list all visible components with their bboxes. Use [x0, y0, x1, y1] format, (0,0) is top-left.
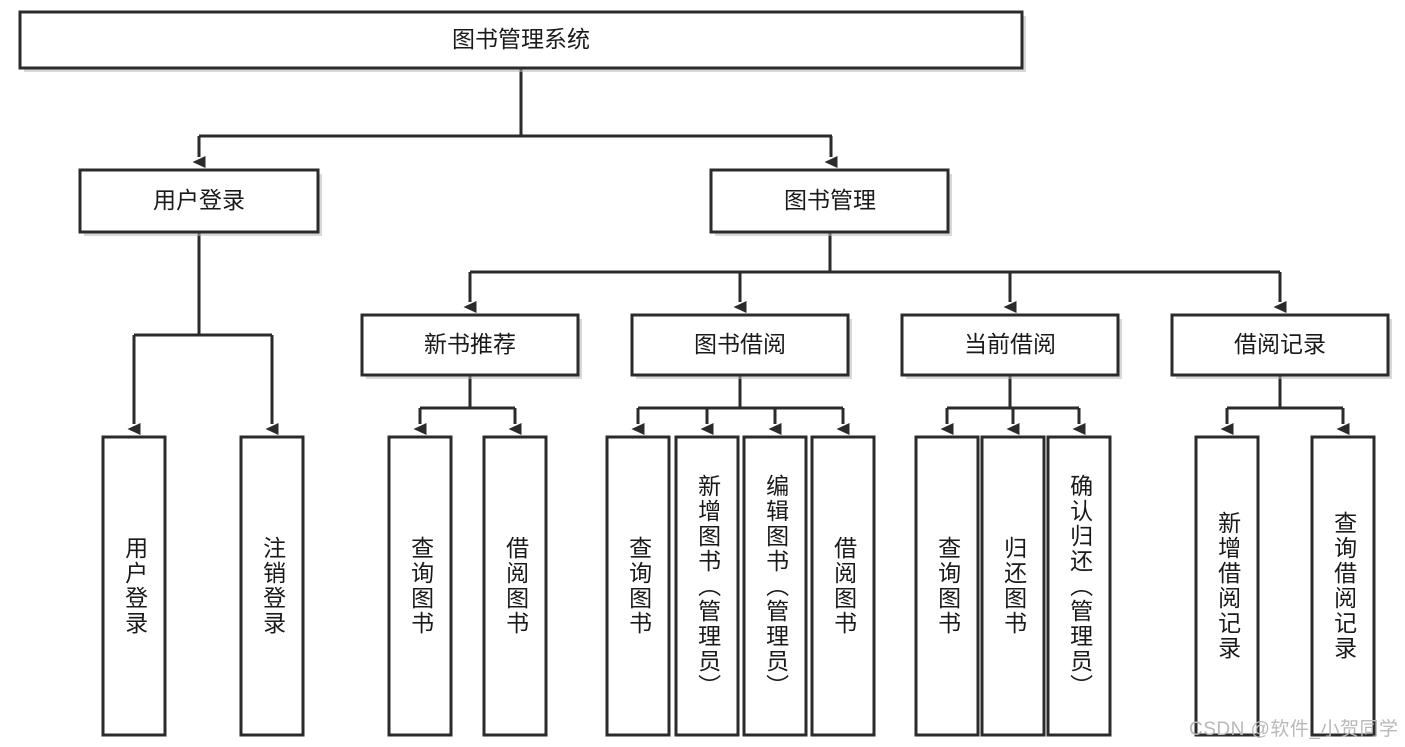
node-book-management-label: 图书管理 — [784, 187, 876, 213]
node-leaf-edit-book-admin[interactable] — [742, 435, 808, 737]
node-book-borrow-label: 图书借阅 — [694, 331, 786, 357]
node-leaf-user-logout[interactable] — [239, 435, 305, 737]
node-book-borrow[interactable] — [630, 313, 850, 377]
node-book-management[interactable] — [709, 168, 950, 234]
node-borrow-record[interactable] — [1170, 313, 1390, 377]
node-leaf-query-borrow-record[interactable] — [1310, 435, 1376, 737]
node-current-borrow[interactable] — [900, 313, 1120, 377]
connector-layer — [127, 68, 1350, 435]
connector-bookmgmt-to-level3 — [470, 232, 1280, 274]
connector-user-login-to-leaves — [134, 232, 272, 337]
node-leaf-add-book-admin[interactable] — [674, 435, 740, 737]
node-leaf-borrow-book-recommend[interactable] — [482, 435, 548, 737]
node-leaf-query-book-borrow[interactable] — [605, 435, 671, 737]
watermark-text: CSDN @软件_小贺同学 — [1189, 719, 1399, 740]
connector-recommend-to-leaves — [420, 375, 515, 410]
node-root-label: 图书管理系统 — [452, 26, 590, 52]
node-leaf-confirm-return-admin[interactable] — [1046, 435, 1112, 737]
node-borrow-record-label: 借阅记录 — [1234, 331, 1326, 357]
node-leaf-query-book-current[interactable] — [914, 435, 980, 737]
node-new-book-recommend-label: 新书推荐 — [424, 331, 516, 357]
node-layer: 图书管理系统 用户登录 图书管理 新书推荐 图书借阅 当前借阅 借阅记录 — [18, 10, 1392, 737]
node-user-login-label: 用户登录 — [153, 187, 245, 213]
node-new-book-recommend[interactable] — [360, 313, 580, 377]
node-leaf-query-book-recommend[interactable] — [387, 435, 453, 737]
node-leaf-borrow-book[interactable] — [810, 435, 876, 737]
connector-root-to-level2 — [199, 68, 832, 138]
node-leaf-add-borrow-record[interactable] — [1194, 435, 1260, 737]
node-leaf-user-login[interactable] — [101, 435, 167, 737]
connector-borrow-record-to-leaves — [1227, 375, 1343, 410]
node-leaf-return-book[interactable] — [980, 435, 1046, 737]
node-current-borrow-label: 当前借阅 — [964, 331, 1056, 357]
connector-book-borrow-to-leaves — [638, 375, 843, 410]
connector-current-borrow-to-leaves — [947, 375, 1079, 410]
node-user-login[interactable] — [78, 168, 320, 234]
node-root[interactable] — [18, 10, 1024, 70]
